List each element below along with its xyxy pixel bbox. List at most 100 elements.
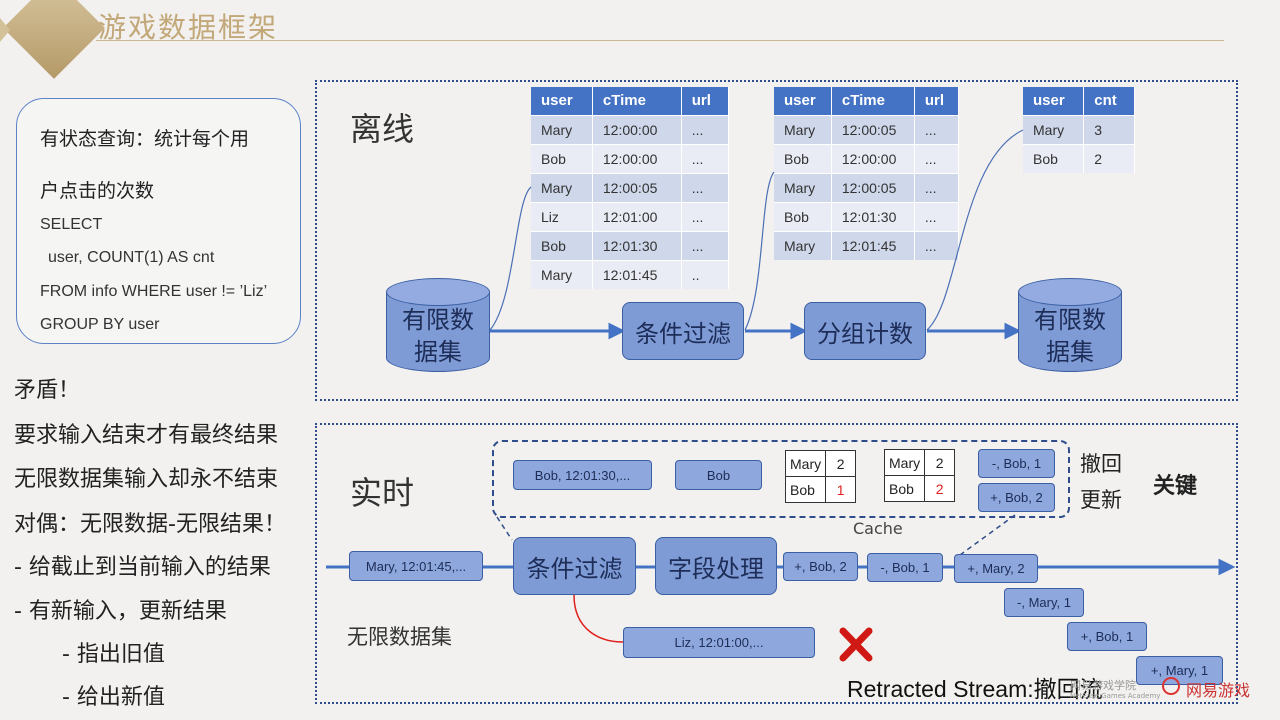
sql-line: user, COUNT(1) AS cnt <box>48 249 215 266</box>
finite-dataset-source: 有限数据集 <box>386 278 490 382</box>
table-cell: Mary <box>531 259 593 289</box>
output-event: -, Bob, 1 <box>867 553 943 582</box>
query-desc-line1: 有状态查询：统计每个用 <box>40 128 250 150</box>
note-line: 对偶：无限数据-无限结果！ <box>14 512 286 537</box>
table-cell: 12:00:00 <box>831 143 915 173</box>
offline-group-count-step: 分组计数 <box>804 302 926 360</box>
finite-dataset-sink: 有限数据集 <box>1018 278 1122 382</box>
table-cell: ... <box>914 201 960 231</box>
logo-triangle <box>0 18 10 42</box>
output-event: +, Bob, 1 <box>1067 622 1147 651</box>
table-cell: ... <box>681 201 730 231</box>
table-cell: ... <box>681 143 730 173</box>
realtime-panel <box>315 423 1238 704</box>
brand-logo-icon <box>1162 677 1180 695</box>
table-cell: ... <box>914 230 960 260</box>
offline-filter-step: 条件过滤 <box>622 302 744 360</box>
cache-key: Bob <box>675 460 762 490</box>
academy-logo-text: 网易游戏学院 <box>1070 679 1136 692</box>
column-header: user <box>1023 87 1085 115</box>
update-event: +, Bob, 2 <box>978 483 1055 512</box>
page-title: 游戏数据框架 <box>98 11 279 44</box>
table-cell: ... <box>914 143 960 173</box>
table-cell: 2 <box>825 450 857 477</box>
academy-logo-en: NetEase Games Academy <box>1070 692 1161 700</box>
table-cell: Mary <box>784 450 827 477</box>
cylinder-label: 有限数 <box>402 306 474 334</box>
offline-label: 离线 <box>350 110 415 148</box>
table-cell: 1 <box>825 476 857 503</box>
query-desc-line2: 户点击的次数 <box>40 180 155 202</box>
column-header: user <box>531 87 593 115</box>
brand-logo-text: 网易游戏 <box>1186 681 1251 700</box>
table-cell: ... <box>681 114 730 144</box>
column-header: cTime <box>592 87 682 115</box>
table-cell: ... <box>681 230 730 260</box>
table-cell: Bob <box>531 230 593 260</box>
cylinder-label: 据集 <box>414 338 462 366</box>
table-cell: Bob <box>784 476 827 503</box>
table-cell: Bob <box>883 475 926 502</box>
note-line: 矛盾！ <box>14 378 81 403</box>
table-cell: Mary <box>774 114 832 144</box>
dropped-event: Liz, 12:01:00,... <box>623 627 815 658</box>
table-cell: Mary <box>531 172 593 202</box>
sql-line: SELECT <box>40 216 103 233</box>
cache-label: Cache <box>853 519 903 538</box>
stream-label: 无限数据集 <box>347 625 452 649</box>
table-cell: ... <box>681 172 730 202</box>
table-cell: 12:00:00 <box>592 114 682 144</box>
retracted-stream-title: Retracted Stream:撤回流 <box>847 676 1103 702</box>
table-cell: 2 <box>924 449 956 476</box>
table-cell: Mary <box>774 172 832 202</box>
table-cell: 12:00:05 <box>831 172 915 202</box>
table-cell: 12:00:05 <box>831 114 915 144</box>
table-cell: 12:00:05 <box>592 172 682 202</box>
cylinder-label: 据集 <box>1046 338 1094 366</box>
query-box <box>16 98 301 344</box>
table-cell: 12:01:45 <box>592 259 682 289</box>
table-cell: Mary <box>1023 114 1085 144</box>
output-event: +, Bob, 2 <box>783 552 858 581</box>
note-line: 无限数据集输入却永不结束 <box>14 467 279 492</box>
note-sub-bullet: - 给出新值 <box>62 685 165 710</box>
table-cell: 12:00:00 <box>592 143 682 173</box>
table-cell: 12:01:45 <box>831 230 915 260</box>
table-cell: 12:01:30 <box>831 201 915 231</box>
input-event: Mary, 12:01:45,... <box>349 551 483 581</box>
table-cell: ... <box>914 114 960 144</box>
table-cell: 3 <box>1083 114 1135 144</box>
table-cell: 2 <box>1083 143 1135 173</box>
table-cell: Liz <box>531 201 593 231</box>
column-header: url <box>914 87 960 115</box>
table-cell: Mary <box>883 449 926 476</box>
table-cell: 12:01:00 <box>592 201 682 231</box>
realtime-label: 实时 <box>350 474 415 512</box>
column-header: cTime <box>831 87 915 115</box>
realtime-filter-step: 条件过滤 <box>513 537 636 595</box>
table-cell: Bob <box>531 143 593 173</box>
offline-panel <box>315 80 1238 401</box>
table-cell: 2 <box>924 475 956 502</box>
sql-line: GROUP BY user <box>40 316 160 333</box>
realtime-field-step: 字段处理 <box>655 537 777 595</box>
